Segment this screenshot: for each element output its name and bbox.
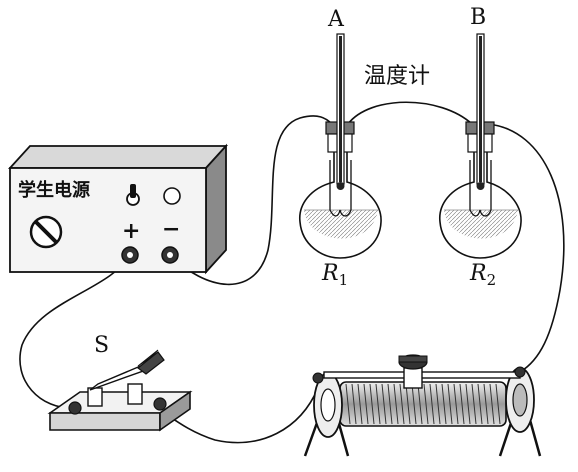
plus-terminal-icon[interactable] [121, 246, 139, 264]
r1-label: R1 [321, 261, 348, 289]
wire-r1-to-r2 [347, 101, 473, 125]
wire-rheostat-to-switch [159, 387, 319, 444]
power-toggle-icon[interactable] [126, 184, 140, 206]
minus-label: − [162, 216, 180, 242]
r2-label: R2 [469, 261, 496, 289]
r1-subscript: 1 [339, 271, 349, 289]
wire-minus-to-r1 [169, 115, 333, 286]
voltage-knob-icon[interactable] [29, 215, 63, 249]
coil-windings [345, 383, 501, 425]
minus-terminal-icon[interactable] [161, 246, 179, 264]
knife-switch[interactable] [47, 349, 193, 432]
flask-r2 [439, 121, 522, 259]
rheostat [303, 354, 542, 457]
plus-label: + [122, 218, 140, 244]
indicator-light-icon [163, 187, 181, 205]
r1-letter: R [321, 261, 339, 286]
wire-plus-to-switch [19, 254, 131, 409]
r2-letter: R [469, 261, 487, 286]
flask-r1 [299, 121, 382, 259]
thermometer-a [336, 33, 345, 190]
power-supply: 学生电源 + − [7, 143, 229, 275]
thermometer-caption: 温度计 [364, 64, 430, 89]
rheostat-slider-icon[interactable] [398, 354, 428, 389]
wire-r2-to-rheostat [487, 123, 565, 373]
switch-label: S [94, 333, 109, 358]
thermometer-b [476, 33, 485, 190]
wires [19, 101, 565, 444]
thermometer-b-label: B [470, 5, 486, 30]
thermometer-a-label: A [327, 7, 345, 32]
power-supply-label: 学生电源 [18, 179, 90, 201]
r2-subscript: 2 [487, 271, 497, 289]
